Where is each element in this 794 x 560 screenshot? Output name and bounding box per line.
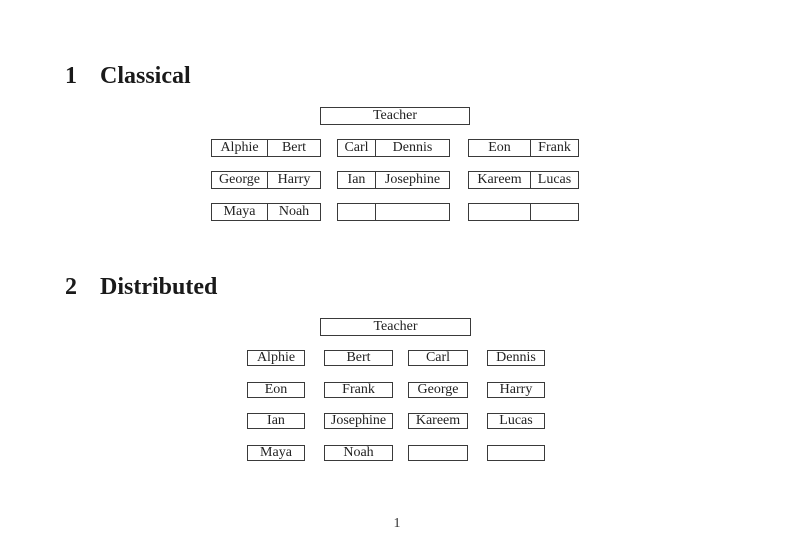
teacher-box-distributed: Teacher	[320, 318, 471, 336]
seat-cell-empty	[531, 204, 578, 220]
desk: Eon Frank	[468, 139, 579, 157]
seat-box: Eon	[247, 382, 305, 398]
seat-cell: Noah	[278, 204, 310, 219]
seat-cell-empty	[338, 204, 376, 220]
seat-box: Maya	[247, 445, 305, 461]
seat-cell: Josephine	[384, 172, 441, 187]
desk: Kareem Lucas	[468, 171, 579, 189]
desk: Ian Josephine	[337, 171, 450, 189]
section-heading-classical: 1 Classical	[65, 64, 191, 88]
desk-empty	[337, 203, 450, 221]
seat-box: Bert	[324, 350, 393, 366]
seat-box-empty	[487, 445, 545, 461]
seat-cell: Bert	[281, 140, 307, 155]
seat-box: Harry	[487, 382, 545, 398]
seat-box: Dennis	[487, 350, 545, 366]
section-number: 2	[65, 274, 77, 300]
seat-cell: Eon	[469, 140, 531, 156]
seat-box-empty	[408, 445, 468, 461]
seat-cell: Lucas	[537, 172, 572, 187]
desk: George Harry	[211, 171, 321, 189]
seat-box: Lucas	[487, 413, 545, 429]
seat-cell-empty	[376, 204, 449, 220]
desk-empty	[468, 203, 579, 221]
seat-cell: Dennis	[392, 140, 433, 155]
section-heading-distributed: 2 Distributed	[65, 275, 217, 299]
desk: Alphie Bert	[211, 139, 321, 157]
seat-cell: Carl	[338, 140, 376, 156]
section-title: Classical	[100, 63, 191, 89]
seat-cell-empty	[469, 204, 531, 220]
seat-box: Ian	[247, 413, 305, 429]
seat-box: Alphie	[247, 350, 305, 366]
seat-cell: Ian	[338, 172, 376, 188]
seat-box: Carl	[408, 350, 468, 366]
seat-box: Frank	[324, 382, 393, 398]
seat-cell: George	[212, 172, 268, 188]
seat-box: Noah	[324, 445, 393, 461]
seat-cell: Alphie	[212, 140, 268, 156]
seat-box: George	[408, 382, 468, 398]
desk: Maya Noah	[211, 203, 321, 221]
desk: Carl Dennis	[337, 139, 450, 157]
teacher-box-classical: Teacher	[320, 107, 470, 125]
seat-cell: Harry	[277, 172, 311, 187]
seat-box: Kareem	[408, 413, 468, 429]
seat-cell: Maya	[212, 204, 268, 220]
seat-cell: Frank	[538, 140, 571, 155]
page-number: 1	[393, 516, 401, 531]
seat-cell: Kareem	[469, 172, 531, 188]
seat-box: Josephine	[324, 413, 393, 429]
section-title: Distributed	[100, 274, 218, 300]
section-number: 1	[65, 63, 77, 89]
